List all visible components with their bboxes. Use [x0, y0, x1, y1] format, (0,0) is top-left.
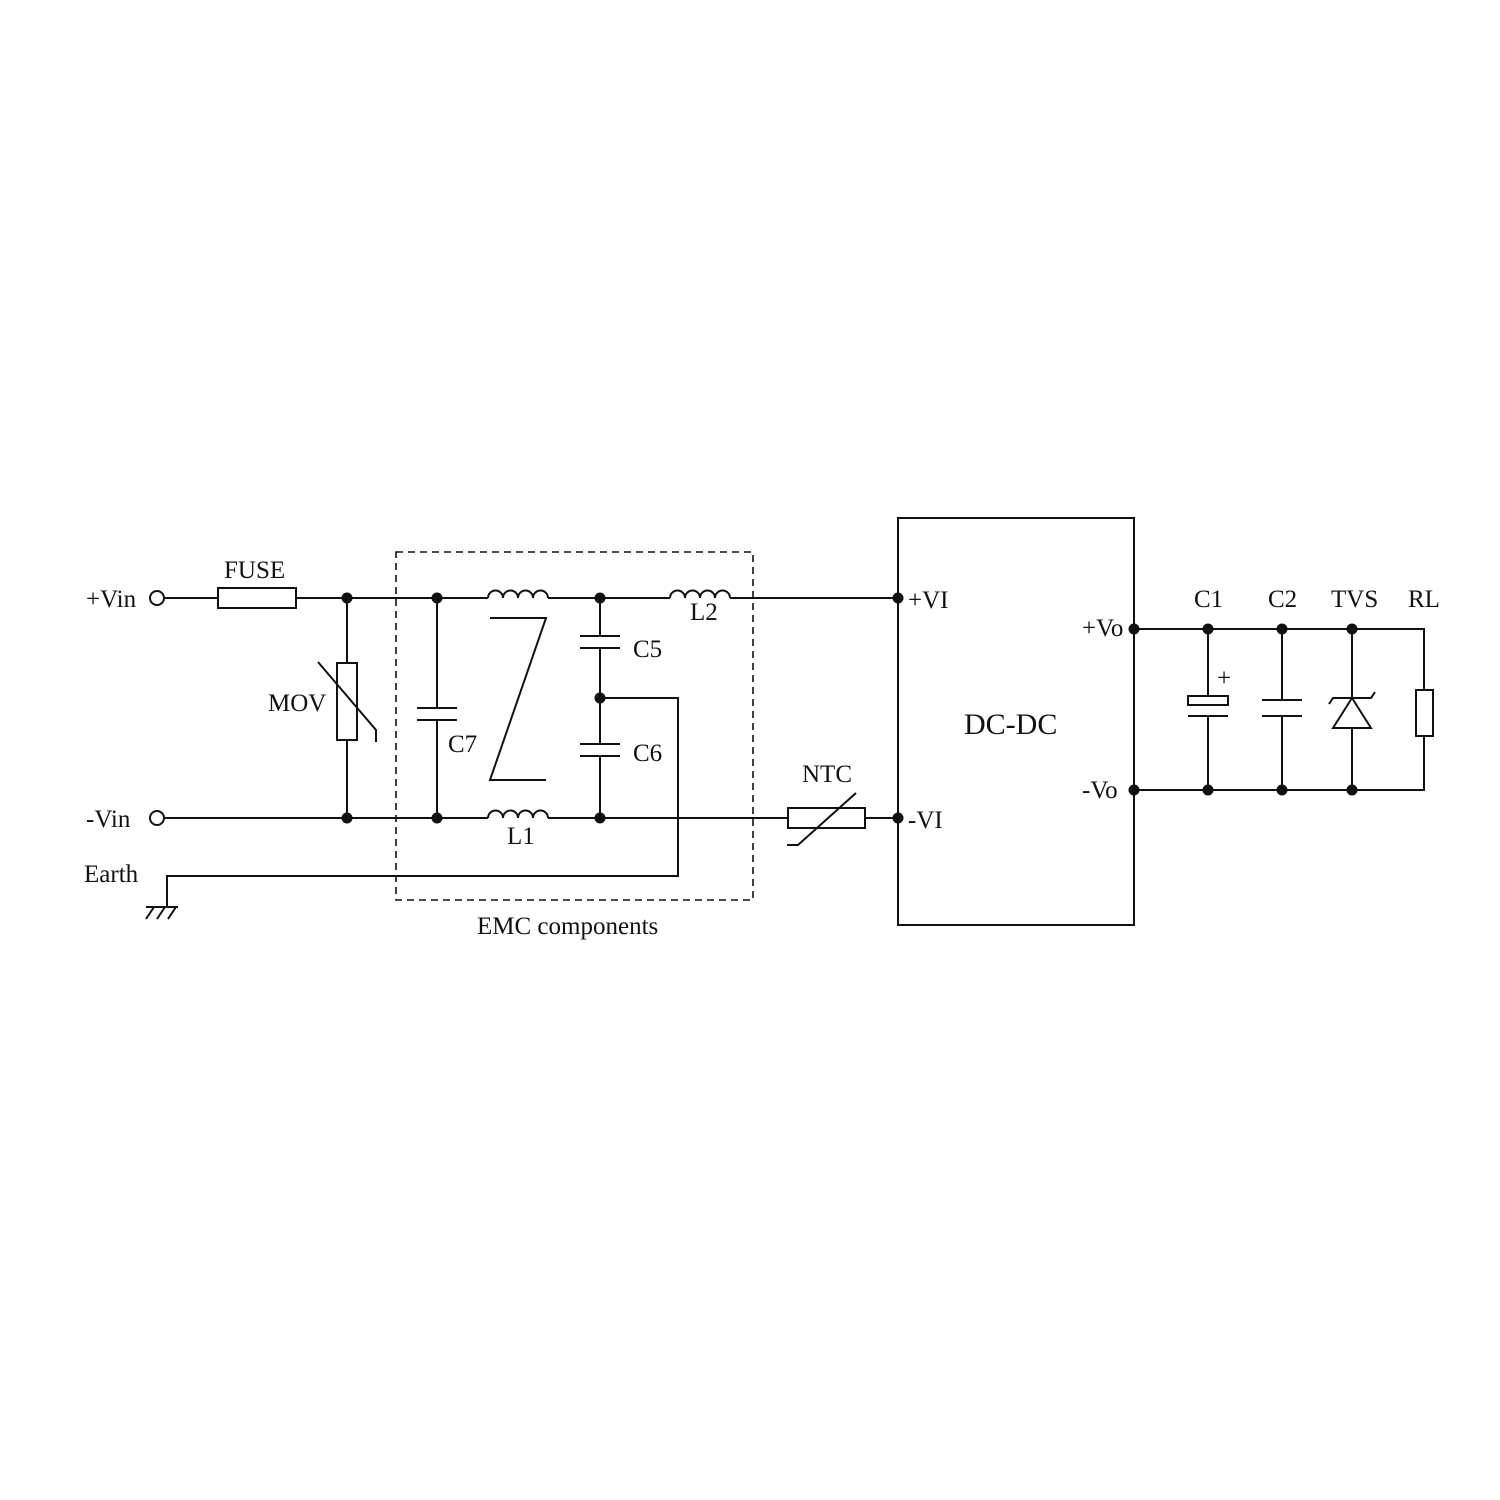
rl-label: RL: [1408, 586, 1440, 613]
vin-pos-terminal: [149, 590, 165, 606]
earth-wire: [166, 697, 679, 907]
l1-label: L1: [507, 823, 535, 850]
l2-label: L2: [690, 599, 718, 626]
emc-components-box: [395, 551, 754, 901]
junction-dot: [892, 592, 904, 604]
mov-symbol: [336, 662, 358, 741]
junction-dot: [431, 812, 443, 824]
junction-dot: [1276, 784, 1288, 796]
tvs-label: TVS: [1331, 586, 1378, 613]
tvs-diode-triangle: [1331, 696, 1373, 729]
vo-pos-label: +Vo: [1082, 615, 1123, 642]
c5-plates: [580, 635, 620, 649]
dcdc-module: [897, 517, 1135, 926]
c1-top-plate: [1187, 695, 1229, 706]
vi-neg-label: -VI: [908, 807, 943, 834]
vo-neg-label: -Vo: [1082, 777, 1118, 804]
junction-dots: [341, 592, 1358, 824]
junction-dot: [1128, 623, 1140, 635]
junction-dot: [594, 692, 606, 704]
c7-label: C7: [448, 731, 477, 758]
fuse-label: FUSE: [224, 557, 285, 584]
l2-winding: [669, 589, 731, 599]
emc-components-label: EMC components: [477, 913, 658, 940]
l1-core-z: [488, 617, 548, 781]
junction-dot: [431, 592, 443, 604]
vin-neg-label: -Vin: [86, 806, 131, 833]
c5-label: C5: [633, 636, 662, 663]
output-rails: [1134, 628, 1425, 791]
junction-dot: [594, 812, 606, 824]
junction-dot: [594, 592, 606, 604]
l1-bottom-winding: [487, 809, 549, 819]
c2-plates: [1262, 699, 1302, 717]
c1-polarity-label: +: [1217, 665, 1231, 692]
rl-resistor: [1415, 689, 1434, 737]
vi-pos-label: +VI: [908, 587, 948, 614]
ntc-symbol: [787, 807, 866, 829]
ntc-label: NTC: [802, 761, 852, 788]
vin-neg-terminal: [149, 810, 165, 826]
junction-dot: [1202, 784, 1214, 796]
junction-dot: [1128, 784, 1140, 796]
c2-label: C2: [1268, 586, 1297, 613]
junction-dot: [1346, 623, 1358, 635]
c6-plates: [580, 743, 620, 757]
dcdc-label: DC-DC: [964, 708, 1057, 741]
junction-dot: [892, 812, 904, 824]
tvs-zener-bar: [1328, 691, 1376, 705]
fuse-symbol: [217, 587, 297, 609]
mov-varistor-slash: [317, 661, 377, 742]
vin-pos-label: +Vin: [86, 586, 137, 613]
junction-dot: [1276, 623, 1288, 635]
junction-dot: [341, 812, 353, 824]
c1-label: C1: [1194, 586, 1223, 613]
earth-ground-icon: [145, 906, 178, 920]
junction-dot: [1202, 623, 1214, 635]
l1-top-winding: [487, 589, 549, 599]
c6-label: C6: [633, 740, 662, 767]
ntc-thermistor-slash: [787, 792, 857, 846]
earth-label: Earth: [84, 861, 139, 888]
mov-label: MOV: [268, 690, 326, 717]
junction-dot: [1346, 784, 1358, 796]
junction-dot: [341, 592, 353, 604]
c7-plates: [417, 707, 457, 721]
